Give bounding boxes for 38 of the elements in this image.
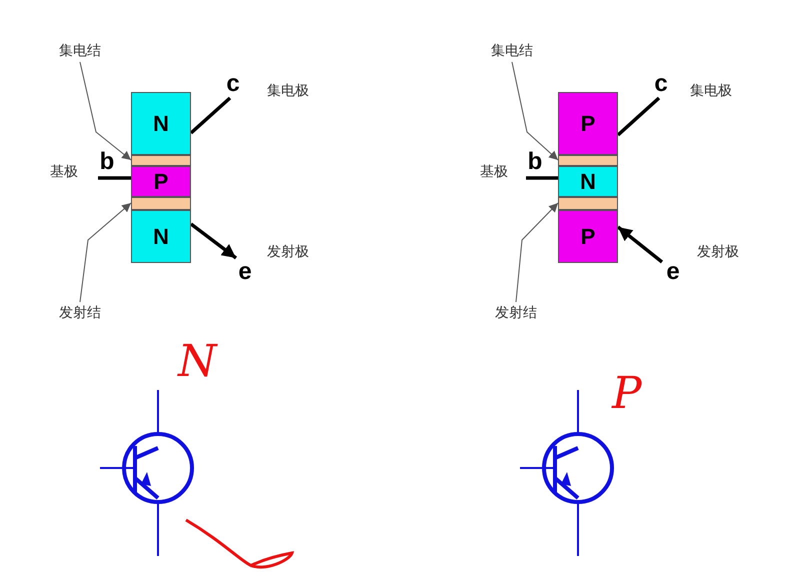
electrode-label: 集电极 (267, 82, 309, 100)
terminal-lead (98, 176, 131, 180)
terminal-letter: c (650, 70, 672, 98)
junction-band (131, 155, 191, 166)
electrode-label: 集电极 (690, 82, 732, 100)
junction-label: 集电结 (52, 40, 108, 62)
terminal-letter: c (222, 70, 244, 98)
electrode-label: 发射极 (267, 243, 309, 261)
n-type-layer: N (558, 166, 618, 197)
p-type-layer: P (558, 210, 618, 263)
terminal-letter: b (96, 146, 118, 178)
terminal-letter: e (234, 258, 256, 286)
n-type-layer: N (131, 92, 191, 155)
junction-band (558, 155, 618, 166)
leader-line (80, 202, 132, 302)
terminal-letter: e (662, 258, 684, 286)
leader-line (516, 202, 558, 302)
electrode-label: 发射极 (697, 243, 739, 261)
leader-line (512, 62, 558, 160)
terminal-lead (190, 222, 238, 260)
junction-label: 集电结 (484, 40, 540, 62)
leader-line (80, 62, 132, 160)
junction-label: 发射结 (52, 302, 108, 324)
handwritten-letter: N (178, 340, 216, 384)
terminal-lead (616, 96, 660, 136)
terminal-lead (526, 176, 558, 180)
junction-band (558, 197, 618, 210)
p-type-layer: P (131, 166, 191, 197)
electrode-label: 基极 (480, 163, 508, 181)
terminal-lead (616, 226, 664, 264)
handwritten-letter: P (612, 372, 642, 416)
junction-label: 发射结 (488, 302, 544, 324)
electrode-label: 基极 (50, 163, 78, 181)
p-type-layer: P (558, 92, 618, 155)
terminal-letter: b (524, 146, 546, 178)
junction-band (131, 197, 191, 210)
n-type-layer: N (131, 210, 191, 263)
terminal-lead (190, 96, 232, 134)
